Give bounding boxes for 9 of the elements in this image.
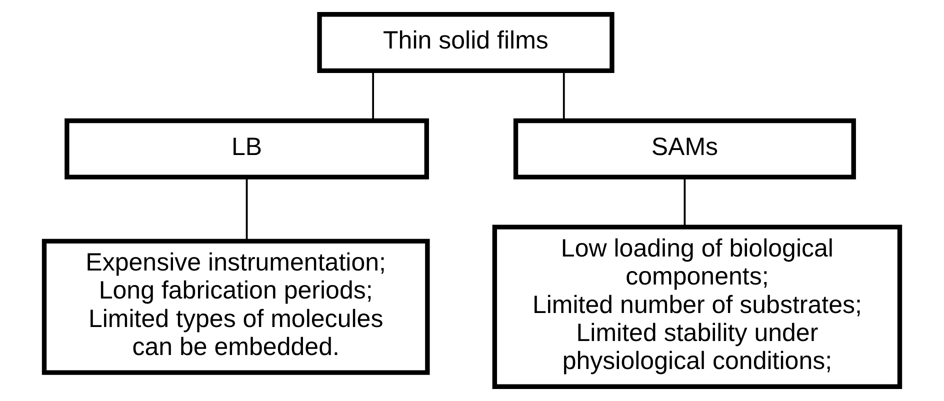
connector: [684, 177, 686, 227]
connector: [246, 177, 248, 241]
node-box: Expensive instrumentation; Long fabrication periods; Limited types of molecules can be embedded.: [42, 238, 430, 375]
connector: [372, 71, 374, 120]
node-box: LB: [64, 118, 429, 180]
node-box: SAMs: [513, 118, 856, 180]
node-box: Low loading of biological components; Limited number of substrates; Limited stability under physiological conditions;: [492, 224, 902, 389]
node-box: Thin solid films: [317, 12, 614, 74]
connector: [562, 71, 565, 120]
